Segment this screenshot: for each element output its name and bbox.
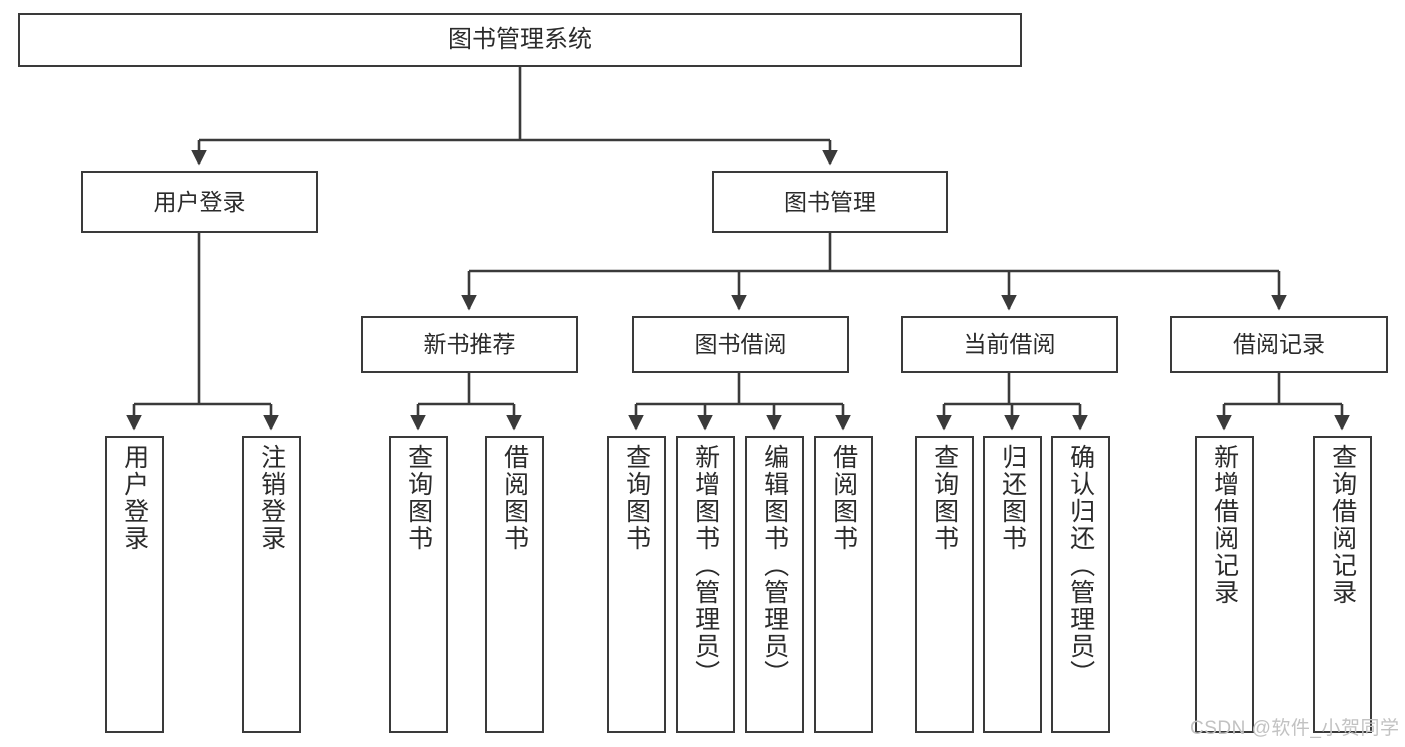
leaf-return-book[interactable]: 归还图书: [983, 436, 1042, 733]
node-book-management[interactable]: 图书管理: [712, 171, 948, 233]
node-current-borrow[interactable]: 当前借阅: [901, 316, 1118, 373]
leaf-query-book-3[interactable]: 查询图书: [915, 436, 974, 733]
leaf-borrow-book-1[interactable]: 借阅图书: [485, 436, 544, 733]
node-book-management-label: 图书管理: [784, 188, 876, 215]
leaf-query-book-2-label: 查询图书: [622, 444, 651, 552]
leaf-query-borrow-record-label: 查询借阅记录: [1328, 444, 1357, 606]
leaf-query-book-1-label: 查询图书: [404, 444, 433, 552]
leaf-confirm-return[interactable]: 确认归还（管理员）: [1051, 436, 1110, 733]
leaf-add-book[interactable]: 新增图书（管理员）: [676, 436, 735, 733]
leaf-query-borrow-record[interactable]: 查询借阅记录: [1313, 436, 1372, 733]
node-book-borrow[interactable]: 图书借阅: [632, 316, 849, 373]
node-new-book-recommend-label: 新书推荐: [423, 331, 516, 358]
leaf-add-borrow-record[interactable]: 新增借阅记录: [1195, 436, 1254, 733]
leaf-add-book-label: 新增图书（管理员）: [691, 444, 720, 687]
node-borrow-record[interactable]: 借阅记录: [1170, 316, 1388, 373]
node-user-login[interactable]: 用户登录: [81, 171, 318, 233]
leaf-add-borrow-record-label: 新增借阅记录: [1210, 444, 1239, 606]
leaf-edit-book[interactable]: 编辑图书（管理员）: [745, 436, 804, 733]
leaf-borrow-book-1-label: 借阅图书: [500, 444, 529, 552]
leaf-borrow-book-2[interactable]: 借阅图书: [814, 436, 873, 733]
leaf-logout-login-label: 注销登录: [257, 444, 286, 552]
leaf-edit-book-label: 编辑图书（管理员）: [760, 444, 789, 687]
watermark: CSDN @软件_小贺同学: [1190, 718, 1400, 739]
leaf-user-login[interactable]: 用户登录: [105, 436, 164, 733]
node-new-book-recommend[interactable]: 新书推荐: [361, 316, 578, 373]
leaf-borrow-book-2-label: 借阅图书: [829, 444, 858, 552]
node-root[interactable]: 图书管理系统: [18, 13, 1022, 67]
node-borrow-record-label: 借阅记录: [1233, 331, 1325, 358]
node-user-login-label: 用户登录: [153, 188, 246, 215]
leaf-query-book-1[interactable]: 查询图书: [389, 436, 448, 733]
node-current-borrow-label: 当前借阅: [963, 331, 1056, 358]
node-book-borrow-label: 图书借阅: [694, 331, 787, 358]
node-root-label: 图书管理系统: [448, 26, 592, 54]
leaf-query-book-2[interactable]: 查询图书: [607, 436, 666, 733]
leaf-query-book-3-label: 查询图书: [930, 444, 959, 552]
leaf-logout-login[interactable]: 注销登录: [242, 436, 301, 733]
leaf-user-login-label: 用户登录: [120, 444, 149, 552]
leaf-confirm-return-label: 确认归还（管理员）: [1066, 444, 1095, 687]
leaf-return-book-label: 归还图书: [998, 444, 1027, 552]
